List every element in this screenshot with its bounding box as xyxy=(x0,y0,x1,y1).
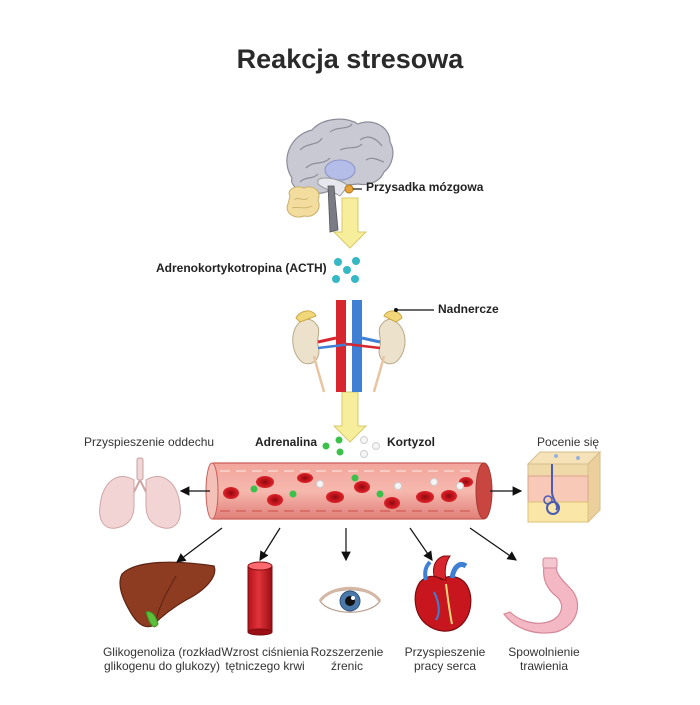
adrenal-pointer-dot xyxy=(394,308,398,312)
arrow-to-heart xyxy=(409,527,433,561)
effect-liver-line2: glikogenu do glukozy) xyxy=(103,658,221,673)
label-pituitary: Przysadka mózgowa xyxy=(366,180,484,194)
label-adrenaline: Adrenalina xyxy=(255,435,318,449)
effect-heart-label: Przyspieszenie pracy serca xyxy=(395,645,495,674)
effect-eye-label: Rozszerzenie źrenic xyxy=(300,645,394,674)
effect-stomach-line2: trawienia xyxy=(519,658,569,673)
down-arrow-2 xyxy=(332,391,368,443)
heart-icon xyxy=(414,555,472,632)
arrow-to-liver xyxy=(176,527,223,563)
arrow-to-artery xyxy=(259,527,281,562)
label-breathing: Przyspieszenie oddechu xyxy=(84,435,215,449)
skin-icon xyxy=(526,450,602,524)
effect-stomach-label: Spowolnienie trawienia xyxy=(494,645,594,674)
brain-icon xyxy=(286,118,394,233)
effect-heart-line2: pracy serca xyxy=(413,658,477,673)
pituitary-gland xyxy=(344,184,354,194)
effect-stomach-line1: Spowolnienie xyxy=(508,645,580,659)
liver-icon xyxy=(119,561,216,628)
effect-eye-line2: źrenic xyxy=(330,658,363,673)
page-title: Reakcja stresowa xyxy=(236,44,464,74)
arrow-to-stomach xyxy=(469,527,517,561)
label-sweating: Pocenie się xyxy=(537,435,600,449)
stomach-icon xyxy=(503,557,579,634)
label-cortisol: Kortyzol xyxy=(387,435,435,449)
effect-artery-label: Wzrost ciśnienia tętniczego krwi xyxy=(210,645,320,674)
blood-vessel-icon xyxy=(205,462,493,520)
acth-molecules xyxy=(332,257,360,283)
effect-heart-line1: Przyspieszenie xyxy=(404,645,486,659)
effect-artery-line2: tętniczego krwi xyxy=(225,658,305,673)
eye-icon xyxy=(318,586,382,613)
lungs-icon xyxy=(99,457,181,529)
adrenaline-molecules xyxy=(322,436,344,456)
effect-liver-line1: Glikogenoliza (rozkład xyxy=(102,645,222,659)
label-acth: Adrenokortykotropina (ACTH) xyxy=(156,261,327,275)
kidneys-icon xyxy=(292,300,406,393)
label-adrenal: Nadnercze xyxy=(438,302,499,316)
effect-artery-line1: Wzrost ciśnienia xyxy=(221,645,309,659)
down-arrow-1 xyxy=(332,197,368,249)
effect-liver-label: Glikogenoliza (rozkład glikogenu do gluk… xyxy=(88,645,236,674)
cortisol-molecules xyxy=(360,436,380,458)
artery-icon xyxy=(247,561,273,636)
effect-eye-line1: Rozszerzenie xyxy=(310,645,384,659)
